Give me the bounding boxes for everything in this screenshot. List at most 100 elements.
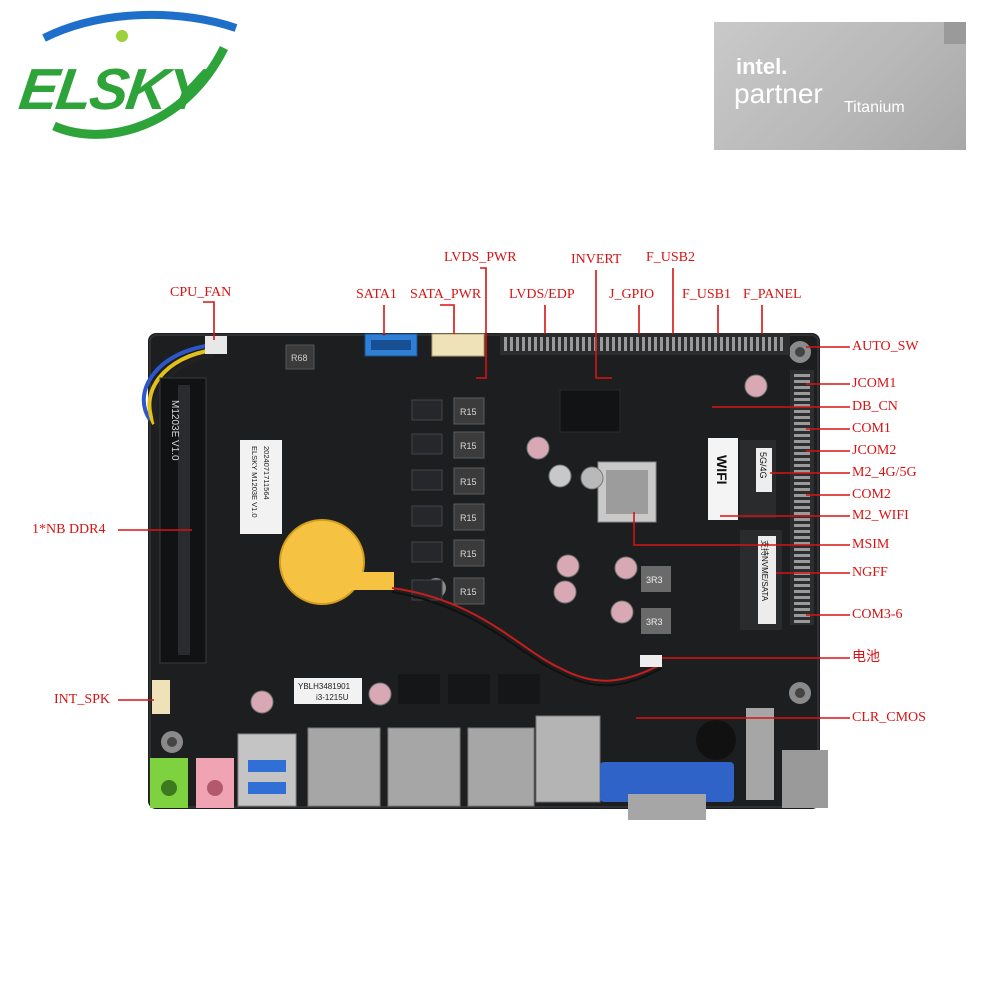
pin: [794, 434, 810, 437]
sata-pwr-connector: [431, 333, 485, 357]
leader-line: [440, 304, 455, 334]
pin: [794, 608, 810, 611]
lan-chip: [398, 674, 440, 704]
capacitor: [553, 580, 577, 604]
mosfet: [411, 433, 443, 455]
pin: [794, 428, 810, 431]
pin: [576, 337, 579, 351]
leader-line: [476, 267, 487, 379]
capacitor: [580, 466, 604, 490]
mosfet: [411, 505, 443, 527]
pin: [570, 337, 573, 351]
rj45-port: [307, 727, 381, 807]
pin: [794, 404, 810, 407]
pin: [522, 337, 525, 351]
buzzer: [696, 720, 736, 760]
badge-line: partner: [734, 78, 823, 109]
r15-inductor: [453, 503, 485, 531]
pin: [794, 578, 810, 581]
inductor-label: R15: [460, 513, 477, 523]
rj45-port: [467, 727, 535, 807]
coil-3r3: [641, 608, 671, 634]
pin: [624, 337, 627, 351]
pin: [794, 416, 810, 419]
r15-inductor: [453, 577, 485, 605]
pin: [618, 337, 621, 351]
pin: [606, 337, 609, 351]
lan-chip: [448, 674, 490, 704]
r15-inductor: [453, 431, 485, 459]
label-sata1: SATA1: [356, 287, 397, 302]
rj45-port: [387, 727, 461, 807]
pin: [794, 440, 810, 443]
pin: [540, 337, 543, 351]
pin: [702, 337, 705, 351]
side-silk-text: M1203E V1.0: [169, 400, 180, 461]
mosfet: [411, 399, 443, 421]
pin: [744, 337, 747, 351]
pin: [588, 337, 591, 351]
pin: [794, 530, 810, 533]
pin: [660, 337, 663, 351]
coil-3r3: [641, 566, 671, 592]
label-invert: INVERT: [571, 252, 622, 267]
logo-swoosh-icon: [42, 10, 238, 139]
badge-brand: intel.: [736, 54, 788, 79]
nvme-label: 支持NVME/SATA: [760, 540, 770, 602]
capacitor: [548, 464, 572, 488]
pin: [794, 560, 810, 563]
label-lvds-pwr: LVDS_PWR: [444, 250, 517, 265]
vga-port: [600, 762, 734, 802]
inductor-label: R15: [460, 549, 477, 559]
capacitor: [250, 690, 274, 714]
pin: [546, 337, 549, 351]
capacitor: [368, 682, 392, 706]
pin: [768, 337, 771, 351]
r15-inductor: [453, 539, 485, 567]
sticker: [240, 440, 282, 534]
serial-sticker: [294, 678, 362, 704]
label-f-panel: F_PANEL: [743, 287, 802, 302]
label-lvds-edp: LVDS/EDP: [509, 287, 575, 302]
pin: [564, 337, 567, 351]
label-f-usb2: F_USB2: [646, 250, 696, 265]
pin: [794, 392, 810, 395]
lan-chip: [498, 674, 540, 704]
label-auto-sw: AUTO_SW: [852, 339, 919, 354]
int-spk-header: [152, 680, 170, 714]
badge-tier: Titanium: [844, 99, 905, 116]
sticker-model: ELSKY M1203E V1.0: [250, 446, 259, 518]
leader-line: [633, 512, 850, 546]
r68-label: R68: [291, 353, 308, 363]
label-sata-pwr: SATA_PWR: [410, 287, 482, 302]
pin: [612, 337, 615, 351]
wifi-card: [708, 438, 738, 520]
pin: [534, 337, 537, 351]
pin: [666, 337, 669, 351]
r15-inductor: [453, 397, 485, 425]
label-com2: COM2: [852, 487, 891, 502]
pin: [684, 337, 687, 351]
cpu-fan-header: [205, 336, 227, 354]
pin: [794, 512, 810, 515]
mosfet: [411, 469, 443, 491]
label-m2-wifi: M2_WIFI: [852, 508, 909, 523]
pin: [738, 337, 741, 351]
pin: [794, 494, 810, 497]
pin: [726, 337, 729, 351]
pin: [750, 337, 753, 351]
leader-line: [595, 270, 612, 379]
r15-inductor: [453, 467, 485, 495]
pin: [504, 337, 507, 351]
label-battery: 电池: [852, 650, 880, 665]
inductor-label: R15: [460, 407, 477, 417]
pin: [648, 337, 651, 351]
pin: [780, 337, 783, 351]
pin: [794, 476, 810, 479]
capacitor: [556, 554, 580, 578]
pin: [510, 337, 513, 351]
mosfet: [411, 541, 443, 563]
g5-label: 5G/4G: [758, 452, 768, 479]
pin: [558, 337, 561, 351]
pin: [794, 596, 810, 599]
